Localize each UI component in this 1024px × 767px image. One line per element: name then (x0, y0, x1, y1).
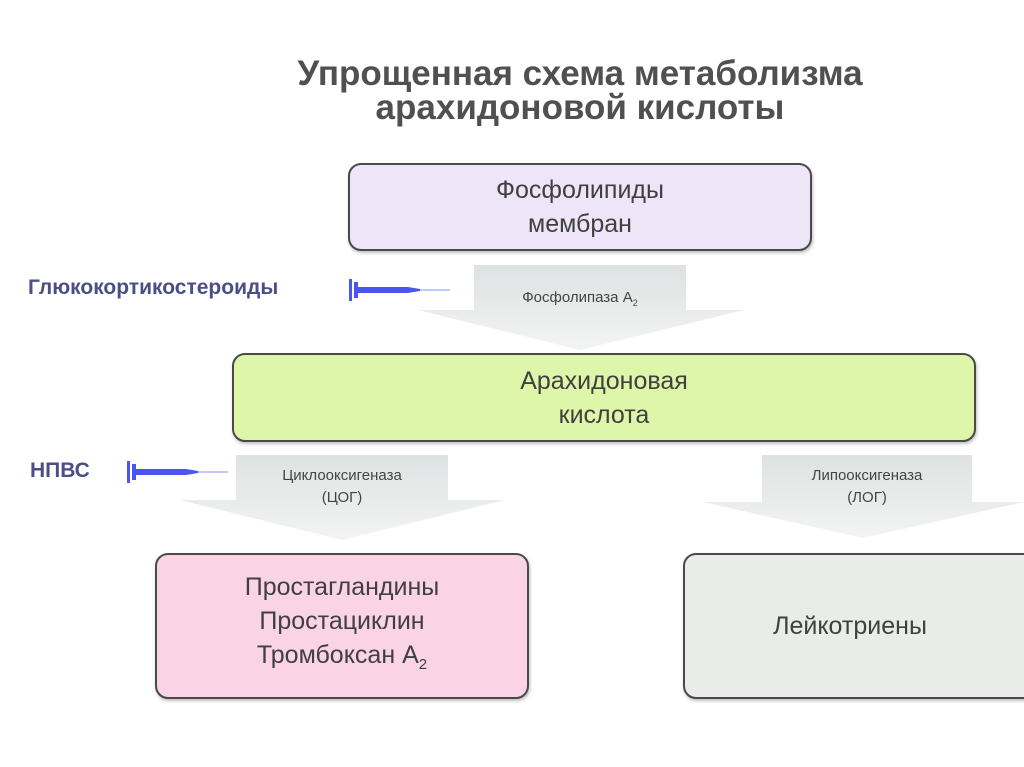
title-line-1: Упрощенная схема метаболизма (297, 54, 863, 93)
node-label: Арахидоновая (520, 366, 688, 395)
arrow-lox (703, 455, 1024, 538)
node-label-text: Тромбоксан А (256, 641, 419, 669)
node-label: кислота (558, 400, 650, 429)
subscript: 2 (418, 656, 428, 673)
enzyme-lox: Липооксигеназа (ЛОГ) (762, 465, 972, 509)
enzyme-label: Циклооксигеназа (282, 467, 402, 484)
syringe-icon (127, 461, 228, 483)
node-label: Простациклин (259, 607, 425, 635)
inhibitor-glucocorticoids: Глюкокортикостероиды (28, 276, 279, 299)
syringe-icon (349, 279, 450, 301)
subscript: 2 (632, 298, 638, 308)
enzyme-cox: Циклооксигеназа (ЦОГ) (236, 465, 448, 509)
node-label: Лейкотриены (773, 612, 927, 640)
node-label: мембран (528, 210, 632, 238)
arrow-phospholipase (418, 265, 744, 350)
enzyme-abbrev: (ЦОГ) (321, 489, 363, 506)
enzyme-label: Фосфолипаза А (522, 289, 633, 306)
node-prostanoids: Простагландины Простациклин Тромбоксан А… (155, 553, 529, 699)
node-phospholipids: Фосфолипиды мембран (348, 163, 812, 251)
title-line-2: арахидоновой кислоты (375, 88, 785, 127)
node-label: Фосфолипиды (496, 176, 664, 204)
node-arachidonic-acid: Арахидоновая кислота (232, 353, 976, 442)
enzyme-abbrev: (ЛОГ) (847, 489, 887, 506)
enzyme-phospholipase: Фосфолипаза А2 (474, 287, 686, 314)
inhibitor-nsaids: НПВС (30, 459, 90, 482)
arrow-cox (180, 455, 505, 540)
node-leukotrienes: Лейкотриены (683, 553, 1024, 699)
node-label: Простагландины (244, 573, 440, 601)
enzyme-label: Липооксигеназа (811, 467, 923, 484)
node-label: Тромбоксан А2 (257, 638, 427, 682)
